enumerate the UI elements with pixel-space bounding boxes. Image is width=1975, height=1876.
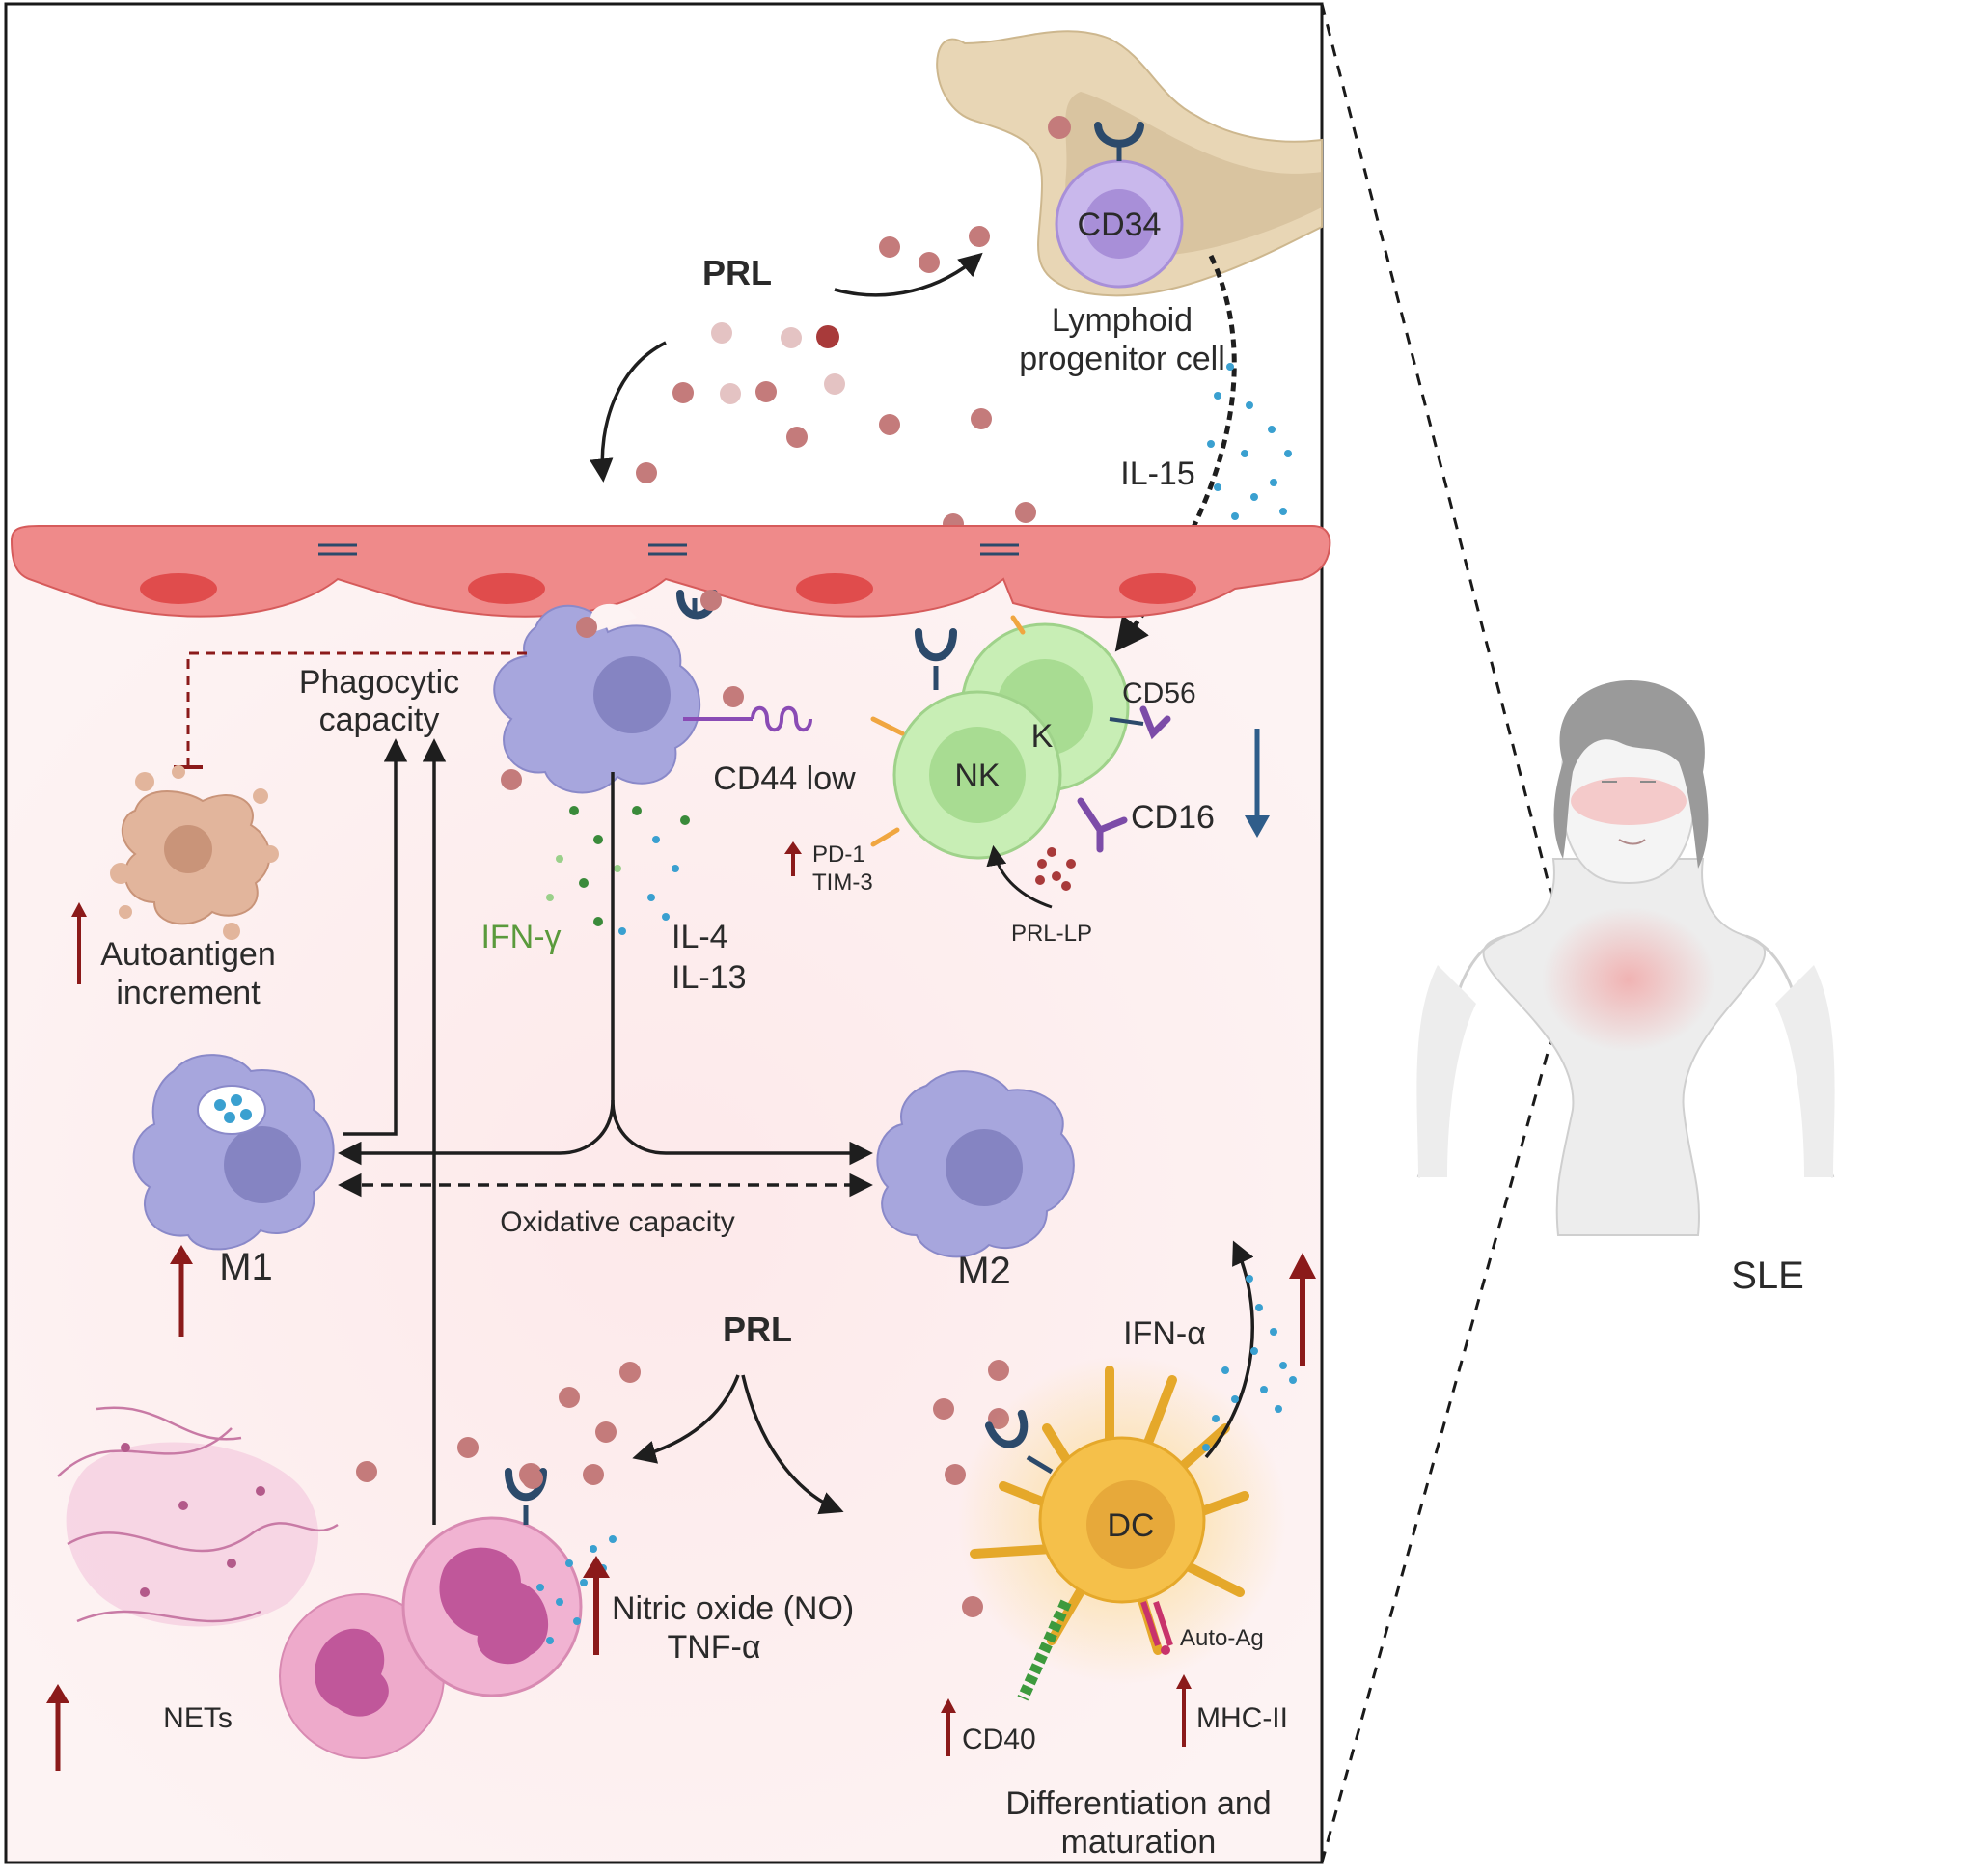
autoantigen-label-line1: Autoantigen — [100, 936, 276, 973]
m2-macrophage — [876, 1070, 1075, 1258]
to-m2-arrow — [611, 1099, 873, 1166]
prl-lp-label: PRL-LP — [1011, 921, 1092, 947]
pd1-label: PD-1 — [812, 841, 865, 868]
prl-dot — [501, 769, 522, 790]
prl-to-bone-arrow — [834, 252, 983, 297]
mhc2-label: MHC-II — [1196, 1702, 1288, 1734]
cd40-label: CD40 — [962, 1724, 1036, 1755]
cd40-receptor — [1017, 1599, 1072, 1701]
diff-label-line2: maturation — [1061, 1824, 1217, 1861]
il15-label: IL-15 — [1120, 455, 1195, 492]
prl-dot — [700, 590, 722, 611]
m2-label: M2 — [957, 1250, 1011, 1292]
cd44-label: CD44 low — [713, 760, 856, 797]
autoantigen-debris — [110, 765, 279, 940]
neutrophil-dying — [279, 1593, 445, 1759]
prl-lp-dots — [1035, 847, 1076, 891]
oxidative-label: Oxidative capacity — [500, 1206, 734, 1238]
dc-nucleus — [1086, 1480, 1175, 1569]
cd34-label: CD34 — [1078, 207, 1162, 243]
ifn-gamma-label: IFN-γ — [480, 919, 561, 955]
autoantigen-label-line2: increment — [116, 975, 261, 1011]
macrophage-top — [493, 590, 812, 794]
endothelium — [10, 525, 1331, 619]
il4-label: IL-4 — [672, 919, 728, 955]
lymphoid-label-line2: progenitor cell — [1019, 341, 1225, 377]
auto-ag-label: Auto-Ag — [1180, 1625, 1264, 1651]
prl-dots-top — [636, 226, 1036, 535]
dc-label: DC — [1107, 1507, 1154, 1544]
sle-patient-figure — [1416, 680, 1835, 1236]
prl-lp-arrow — [986, 844, 1053, 909]
panel-frame — [4, 2, 1324, 1864]
prl-dot — [1048, 116, 1071, 139]
inhibition-dashed-line — [186, 651, 531, 767]
mhc2-receptor — [1140, 1601, 1173, 1655]
prl-to-tissue-arrow — [590, 341, 667, 483]
nets — [57, 1406, 339, 1627]
il15-dots — [1207, 363, 1292, 520]
lymphoid-label-line1: Lymphoid — [1052, 302, 1193, 339]
prl-to-dc-arrow — [741, 1374, 844, 1515]
cytokine-dots-macrophage — [546, 806, 690, 935]
phagocytic-label-line1: Phagocytic — [299, 664, 459, 701]
tnfa-label: TNF-α — [667, 1629, 760, 1666]
cd16-label: CD16 — [1131, 799, 1215, 836]
cd34-cell — [1048, 116, 1184, 289]
nk-front-label: NK — [954, 758, 1001, 794]
prl-to-neutrophil-arrow — [632, 1374, 740, 1464]
prl-label-top: PRL — [702, 253, 772, 292]
phagocytic-label-line2: capacity — [319, 702, 440, 738]
m1-to-phagocytic-arrow — [343, 738, 408, 1136]
zoom-line-bottom — [1320, 969, 1573, 1863]
ifn-alpha-label: IFN-α — [1123, 1315, 1206, 1352]
neutrophil — [401, 1468, 583, 1697]
nets-label: NETs — [163, 1702, 233, 1734]
il13-label: IL-13 — [672, 959, 747, 996]
cd56-label: CD56 — [1122, 677, 1196, 709]
nitric-label: Nitric oxide (NO) — [612, 1590, 854, 1627]
nk-back-label: K — [1031, 718, 1054, 755]
zoom-line-top — [1320, 3, 1573, 971]
prl-dot — [576, 617, 597, 638]
m1-macrophage — [132, 1054, 335, 1251]
prl-label-bottom: PRL — [723, 1310, 792, 1349]
nk-cells — [870, 615, 1171, 860]
tim3-label: TIM-3 — [812, 869, 873, 896]
ifn-alpha-dots — [1202, 1275, 1297, 1451]
m1-label: M1 — [219, 1246, 273, 1288]
diff-label-line1: Differentiation and — [1005, 1785, 1271, 1822]
sle-label: SLE — [1731, 1255, 1804, 1297]
prl-dot — [723, 686, 744, 707]
